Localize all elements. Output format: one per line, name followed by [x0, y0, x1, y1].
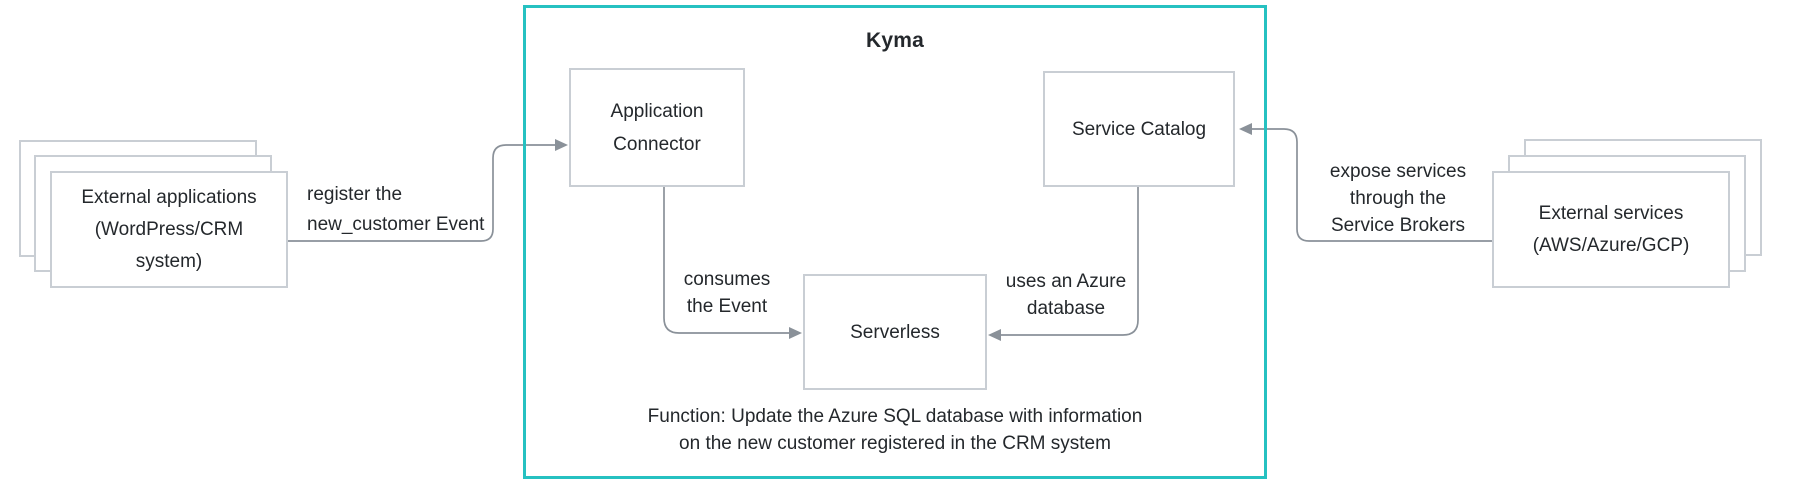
- edge-consumes-arrow: [663, 187, 802, 339]
- edge-label-uses: uses an Azure database: [1005, 271, 1127, 319]
- node-serverless: Serverless: [803, 274, 987, 390]
- edge-label-register: register the new_customer Event: [307, 184, 485, 235]
- kyma-title: Kyma: [866, 29, 924, 52]
- external-applications-label: External applications (WordPress/CRM sys…: [50, 171, 288, 288]
- kyma-boundary-box: Kyma: [523, 5, 1267, 479]
- edge-uses-arrow: [988, 187, 1139, 341]
- edge-expose-arrow: [1239, 123, 1492, 242]
- node-application-connector: Application Connector: [569, 68, 745, 187]
- edge-register-arrow: [288, 139, 568, 242]
- function-note: Function: Update the Azure SQL database …: [647, 406, 1143, 454]
- node-service-catalog: Service Catalog: [1043, 71, 1235, 187]
- node-external-services: External services (AWS/Azure/GCP): [1492, 139, 1764, 290]
- node-external-applications: External applications (WordPress/CRM sys…: [19, 140, 291, 291]
- edge-label-expose: expose services through the Service Brok…: [1329, 161, 1467, 236]
- edge-label-consumes: consumes the Event: [683, 269, 771, 317]
- external-services-label: External services (AWS/Azure/GCP): [1492, 171, 1730, 288]
